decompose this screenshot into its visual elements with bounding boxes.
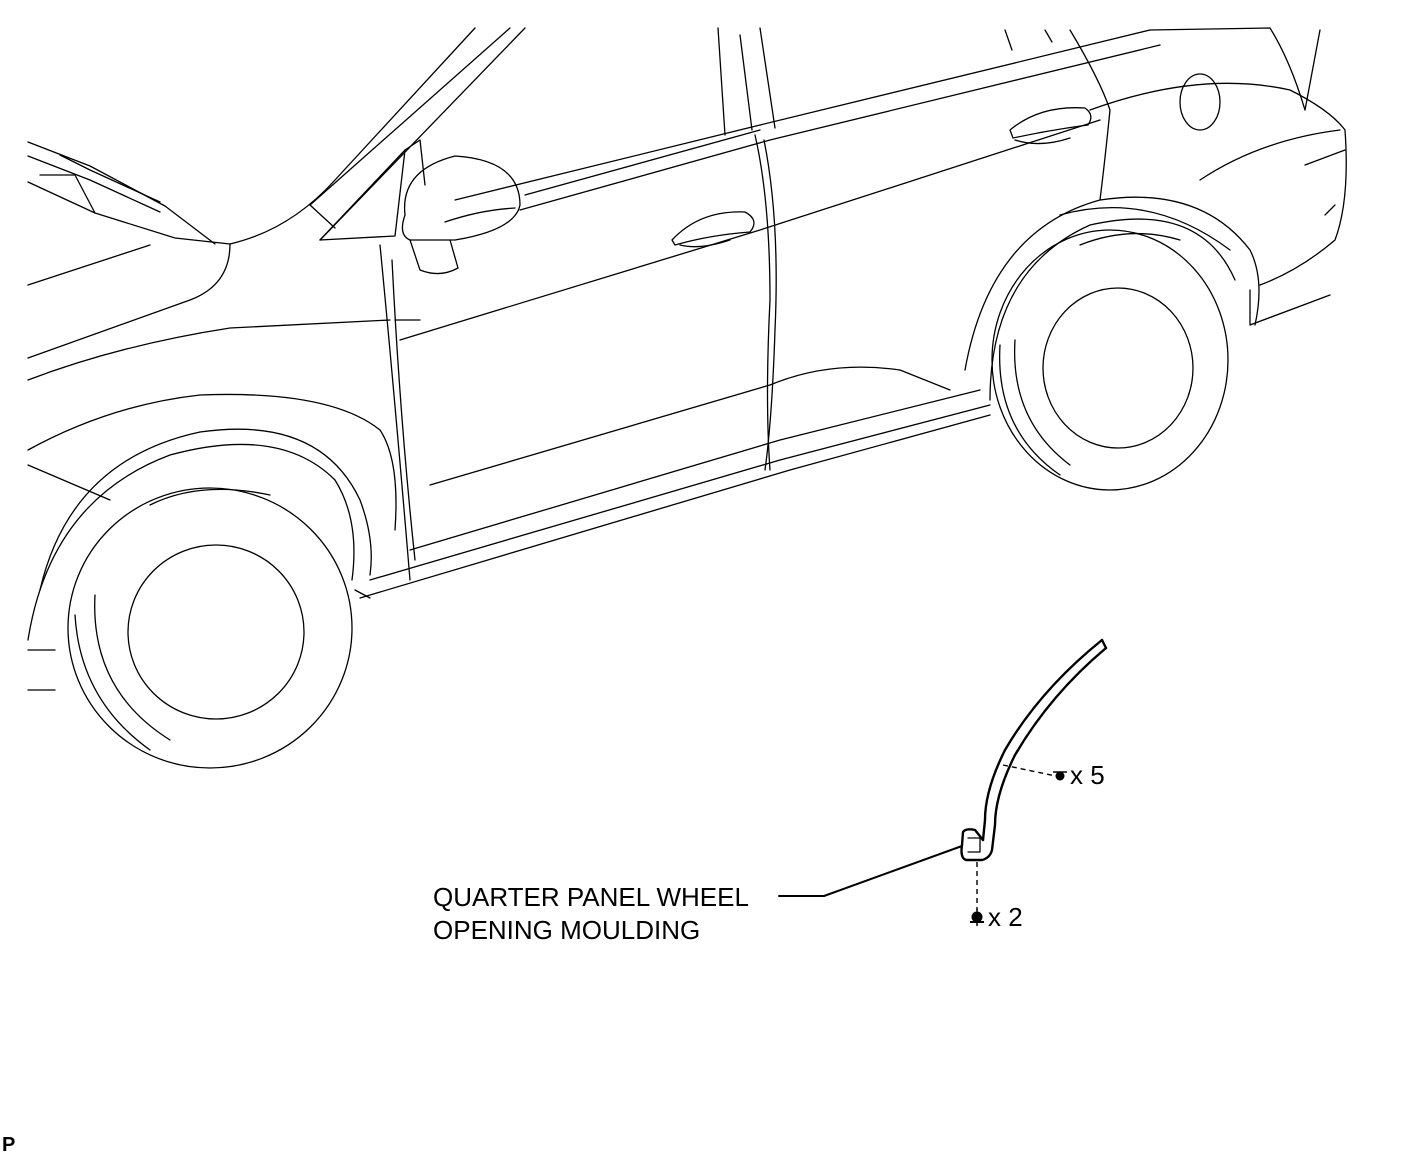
fastener-quantity-lower: x 2 — [988, 902, 1023, 932]
part-callout-line2: OPENING MOULDING — [433, 915, 701, 945]
callout-leader-line — [778, 845, 963, 897]
part-callout-label: QUARTER PANEL WHEEL OPENING MOULDING — [433, 881, 749, 947]
clip-icon — [970, 909, 984, 926]
wheel-opening-moulding-part — [960, 638, 1108, 862]
part-callout-line1: QUARTER PANEL WHEEL — [433, 882, 749, 912]
fastener-leader-upper — [1002, 764, 1057, 777]
front-wheel — [27, 487, 353, 769]
vehicle-body — [27, 27, 1347, 641]
rear-wheel — [991, 229, 1229, 491]
clip-icon — [1053, 771, 1067, 781]
page-code: P — [2, 1134, 16, 1156]
fastener-quantity-upper: x 5 — [1070, 760, 1105, 790]
